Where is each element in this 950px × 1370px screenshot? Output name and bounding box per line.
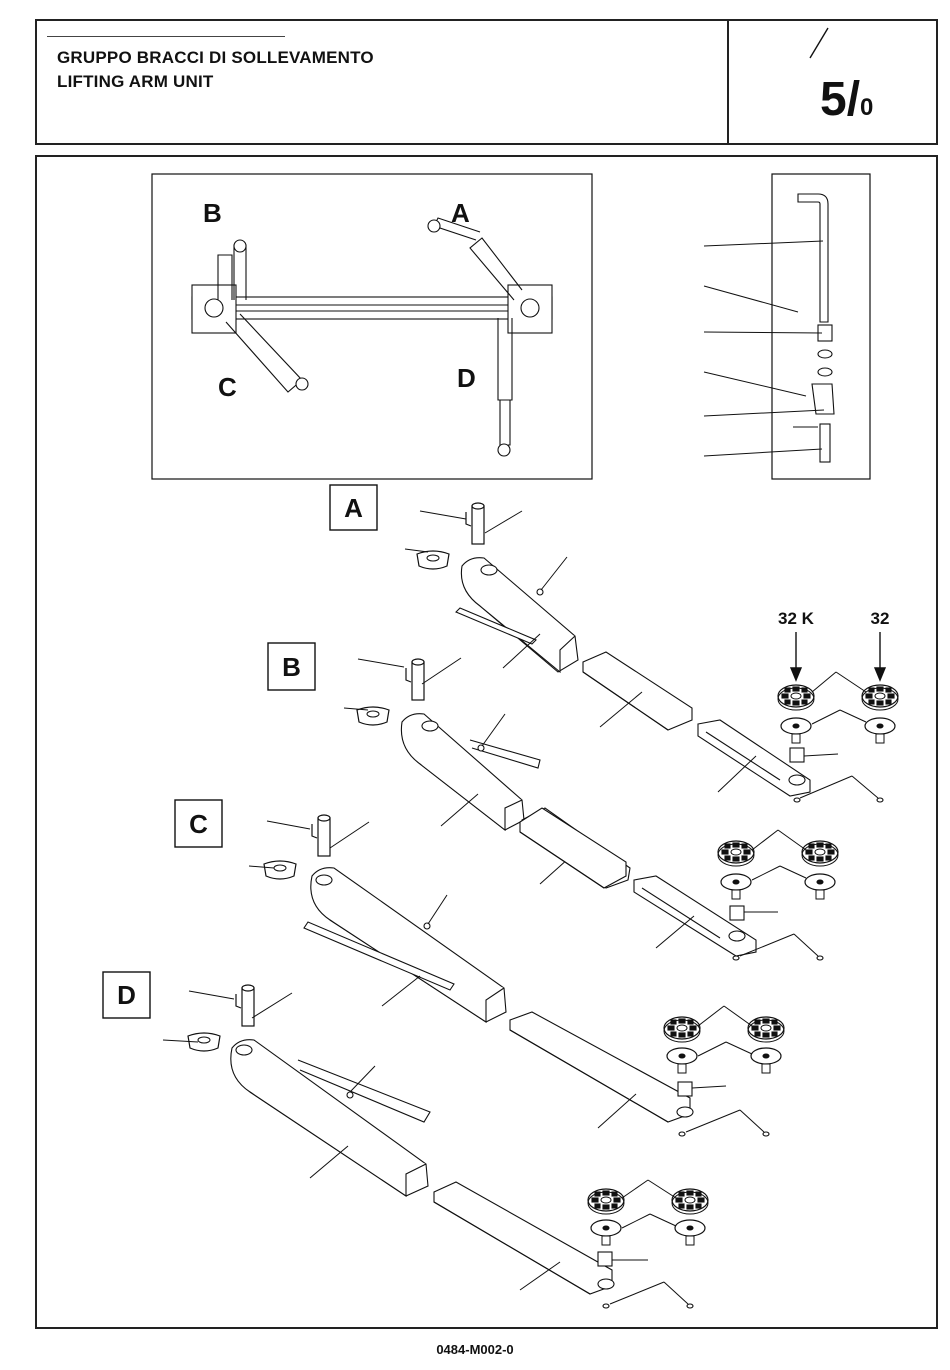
overview-label-b: B — [203, 198, 222, 228]
arm-c-extension — [520, 808, 626, 888]
overview-label-c: C — [218, 372, 237, 402]
section-label-d: D — [117, 980, 136, 1010]
drawing-code: 0484-M002-0 — [0, 1342, 950, 1357]
pad-label-32: 32 — [871, 609, 890, 628]
arm-d-extension — [434, 1182, 708, 1308]
section-label-c: C — [189, 809, 208, 839]
overview-label-a: A — [451, 198, 470, 228]
section-label-b: B — [282, 652, 301, 682]
section-label-a: A — [344, 493, 363, 523]
pad-label-32k: 32 K — [778, 609, 815, 628]
arm-a-assembly — [417, 503, 692, 730]
overview-label-d: D — [457, 363, 476, 393]
